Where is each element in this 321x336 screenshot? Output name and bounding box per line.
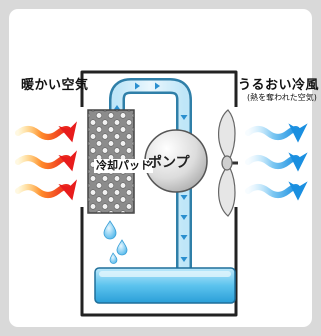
wavy-arrow-right-icon: [15, 179, 77, 201]
water-drop-icon: [116, 239, 128, 256]
warm-air-arrows: [15, 121, 77, 201]
water-drop-icon: [109, 252, 118, 264]
water-drops: [103, 220, 128, 264]
cool-air-label: うるおい冷風: [238, 78, 320, 93]
arrow-icon: [155, 82, 160, 90]
wavy-arrow-right-icon: [245, 152, 308, 172]
arrow-icon: [180, 235, 188, 240]
pump-label: ポンプ: [148, 155, 190, 171]
wavy-arrow-right-icon: [245, 181, 308, 201]
cooler-housing: [80, 70, 238, 317]
warm-air-label: 暖かい空気: [21, 78, 89, 93]
arrow-icon: [113, 105, 121, 110]
wavy-arrow-right-icon: [15, 121, 77, 143]
cool-air-note: (熱を奪われた空気): [247, 93, 317, 102]
wavy-arrow-right-icon: [245, 123, 308, 143]
water-tank: [94, 267, 236, 304]
arrow-icon: [135, 82, 140, 90]
arrow-icon: [180, 115, 188, 120]
fan-icon: [218, 109, 238, 217]
arrow-icon: [180, 257, 188, 262]
wavy-arrow-right-icon: [15, 150, 77, 172]
cool-air-arrows: [245, 123, 308, 201]
arrow-icon: [180, 215, 188, 220]
arrow-icon: [180, 195, 188, 200]
cooling-pad-label: 冷却パッド: [94, 159, 153, 173]
water-drop-icon: [103, 220, 117, 240]
